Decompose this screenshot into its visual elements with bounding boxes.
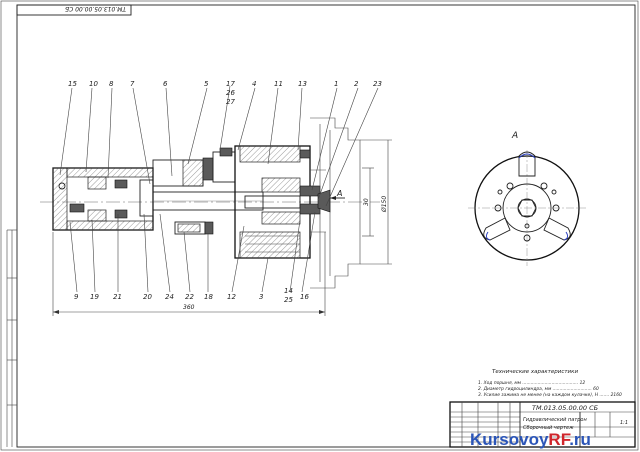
title-block-name-2: Сборочный чертеж: [523, 425, 574, 431]
watermark-tld: .ru: [569, 430, 591, 449]
section-view: [40, 117, 380, 289]
pos-15: 15: [68, 80, 77, 88]
position-labels-bottom: 9 19 21 20 24 22 18 12 3 14 25 16: [74, 287, 309, 304]
pos-18: 18: [204, 293, 213, 301]
watermark-brand: Kursovoy: [470, 430, 549, 449]
pos-4: 4: [252, 80, 256, 88]
pos-25: 25: [284, 296, 293, 304]
pos-5: 5: [204, 80, 209, 88]
pos-23: 23: [373, 80, 382, 88]
jaw-right: [543, 217, 571, 241]
tech-title: Технические характеристики: [492, 369, 578, 375]
pos-7: 7: [130, 80, 135, 88]
tech-characteristics: Технические характеристики 1. Ход поршня…: [478, 369, 622, 398]
sheet-inner-frame: [16, 4, 636, 448]
jaw-left: [483, 217, 511, 241]
pos-2: 2: [354, 80, 359, 88]
leaders-bottom: [69, 211, 316, 293]
pos-13: 13: [298, 80, 307, 88]
watermark-logo: KursovoyRF.ru: [470, 430, 591, 450]
pos-10: 10: [89, 80, 98, 88]
pos-12: 12: [227, 293, 236, 301]
position-labels-top: 15 10 8 7 6 5 17 26 27 4 11 13 1 2 23: [68, 80, 382, 106]
pos-27: 27: [226, 98, 235, 106]
pos-21: 21: [113, 293, 122, 301]
pos-1: 1: [334, 80, 338, 88]
pos-22: 22: [185, 293, 194, 301]
pos-20: 20: [143, 293, 152, 301]
pos-11: 11: [274, 80, 283, 88]
view-a: A: [468, 131, 586, 266]
section-arrow: A: [330, 189, 345, 200]
pos-8: 8: [109, 80, 114, 88]
dimensions: 360 30 Ø150: [52, 139, 392, 316]
pos-3: 3: [259, 293, 263, 301]
left-margin-strip: [6, 229, 17, 447]
pos-24: 24: [165, 293, 174, 301]
pos-17: 17: [226, 80, 235, 88]
pos-16: 16: [300, 293, 309, 301]
pos-14: 14: [284, 287, 293, 295]
title-block-scale: 1:1: [620, 420, 628, 426]
pos-26: 26: [226, 89, 235, 97]
pos-6: 6: [163, 80, 168, 88]
watermark-rf: RF: [548, 430, 570, 449]
tech-line-1: 1. Ход поршня, мм ......................…: [478, 380, 585, 386]
dim-dia-large: Ø150: [381, 196, 388, 213]
pos-9: 9: [74, 293, 79, 301]
rotated-stamp: ТМ.013.05.00.00 СБ: [16, 4, 132, 16]
title-block-name-1: Гидравлический патрон: [523, 417, 587, 423]
pos-19: 19: [90, 293, 99, 301]
jaw-top: [518, 151, 536, 177]
title-block-code: ТМ.013.05.00.00 СБ: [532, 404, 599, 412]
section-arrow-label: A: [336, 189, 342, 198]
dim-dia-small: 30: [363, 198, 370, 206]
tech-line-2: 2. Диаметр гидроцилиндра, мм ...........…: [478, 386, 599, 392]
spindle-outline: [310, 117, 361, 289]
leaders-top: [59, 85, 379, 207]
rotated-stamp-code: ТМ.013.05.00.00 СБ: [65, 5, 126, 12]
view-a-label: A: [511, 131, 518, 141]
title-block: ТМ.013.05.00.00 СБ Гидравлический патрон…: [449, 401, 636, 448]
tech-line-3: 3. Усилие зажима не менее (на каждом кул…: [478, 392, 622, 398]
dim-overall-length: 360: [183, 304, 195, 311]
